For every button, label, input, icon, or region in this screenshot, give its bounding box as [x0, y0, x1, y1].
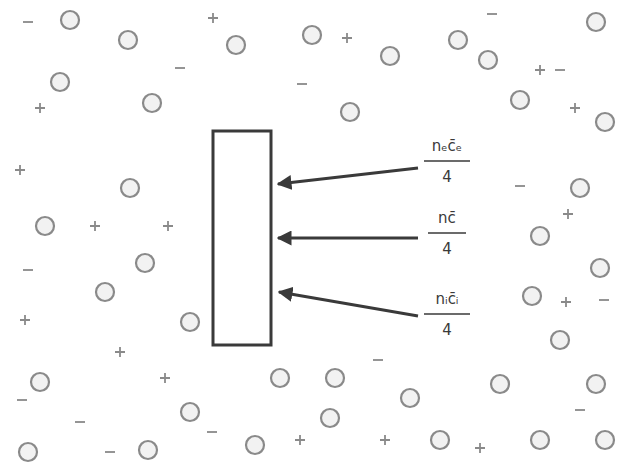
particle-field	[15, 11, 614, 461]
ion-symbol	[35, 103, 45, 113]
electron-symbol	[23, 269, 33, 271]
neutral-particle	[61, 11, 79, 29]
neutral-particle	[136, 254, 154, 272]
neutral-particle	[31, 373, 49, 391]
neutral-particle	[531, 227, 549, 245]
electron-symbol	[105, 451, 115, 453]
ion-symbol	[15, 165, 25, 175]
neutral-particle	[139, 441, 157, 459]
ion-symbol	[570, 103, 580, 113]
fraction-bar	[424, 313, 470, 315]
flux-arrow	[278, 237, 418, 240]
electron-symbol	[487, 13, 497, 15]
neutral-particle	[571, 179, 589, 197]
neutral-particle	[36, 217, 54, 235]
electron-symbol	[575, 409, 585, 411]
neutral-particle	[143, 94, 161, 112]
neutral-particle	[596, 113, 614, 131]
probe-plate	[213, 131, 271, 345]
flux-denominator: 4	[440, 240, 454, 258]
neutral-particle	[321, 409, 339, 427]
neutral-particle	[381, 47, 399, 65]
neutral-particle	[479, 51, 497, 69]
neutral-particle	[271, 369, 289, 387]
neutral-particle	[121, 179, 139, 197]
electron-symbol	[207, 431, 217, 433]
neutral-particle	[401, 389, 419, 407]
neutral-particle	[119, 31, 137, 49]
neutral-particle	[591, 259, 609, 277]
ion-symbol	[535, 65, 545, 75]
electron-symbol	[515, 185, 525, 187]
ion-symbol	[160, 373, 170, 383]
neutral-particle	[431, 431, 449, 449]
flux-arrow	[278, 168, 418, 184]
electron-symbol	[23, 21, 33, 23]
ion-symbol	[208, 13, 218, 23]
flux-arrow	[279, 292, 418, 316]
neutral-particle	[531, 431, 549, 449]
fraction-bar	[428, 232, 466, 234]
flux-numerator: nₑc̄ₑ	[430, 137, 464, 155]
electron-symbol	[373, 359, 383, 361]
ion-symbol	[295, 435, 305, 445]
ion-symbol	[163, 221, 173, 231]
electron-symbol	[555, 69, 565, 71]
neutral-particle	[551, 331, 569, 349]
neutral-particle	[587, 13, 605, 31]
neutral-particle	[587, 375, 605, 393]
flux-denominator: 4	[440, 168, 454, 186]
ion-symbol	[20, 315, 30, 325]
electron-symbol	[297, 83, 307, 85]
ion-symbol	[90, 221, 100, 231]
ion-symbol	[561, 297, 571, 307]
electron-symbol	[75, 421, 85, 423]
neutral-particle	[491, 375, 509, 393]
neutral-particle	[523, 287, 541, 305]
neutral-particle	[227, 36, 245, 54]
fraction-bar	[424, 160, 470, 162]
electron-symbol	[17, 399, 27, 401]
flux-denominator: 4	[440, 321, 454, 339]
electron-symbol	[599, 299, 609, 301]
neutral-particle	[181, 403, 199, 421]
neutral-particle	[51, 73, 69, 91]
flux-numerator: nc̄	[436, 209, 458, 227]
electron-symbol	[175, 67, 185, 69]
neutral-particle	[341, 103, 359, 121]
neutral-particle	[326, 369, 344, 387]
ion-symbol	[563, 209, 573, 219]
neutral-particle	[596, 431, 614, 449]
neutral-particle	[246, 436, 264, 454]
ion-symbol	[115, 347, 125, 357]
ion-symbol	[342, 33, 352, 43]
neutral-particle	[449, 31, 467, 49]
neutral-particle	[19, 443, 37, 461]
ion-symbol	[380, 435, 390, 445]
neutral-particle	[303, 26, 321, 44]
neutral-particle	[511, 91, 529, 109]
neutral-particle	[96, 283, 114, 301]
flux-numerator: nᵢc̄ᵢ	[433, 290, 460, 308]
neutral-particle	[181, 313, 199, 331]
ion-symbol	[475, 443, 485, 453]
